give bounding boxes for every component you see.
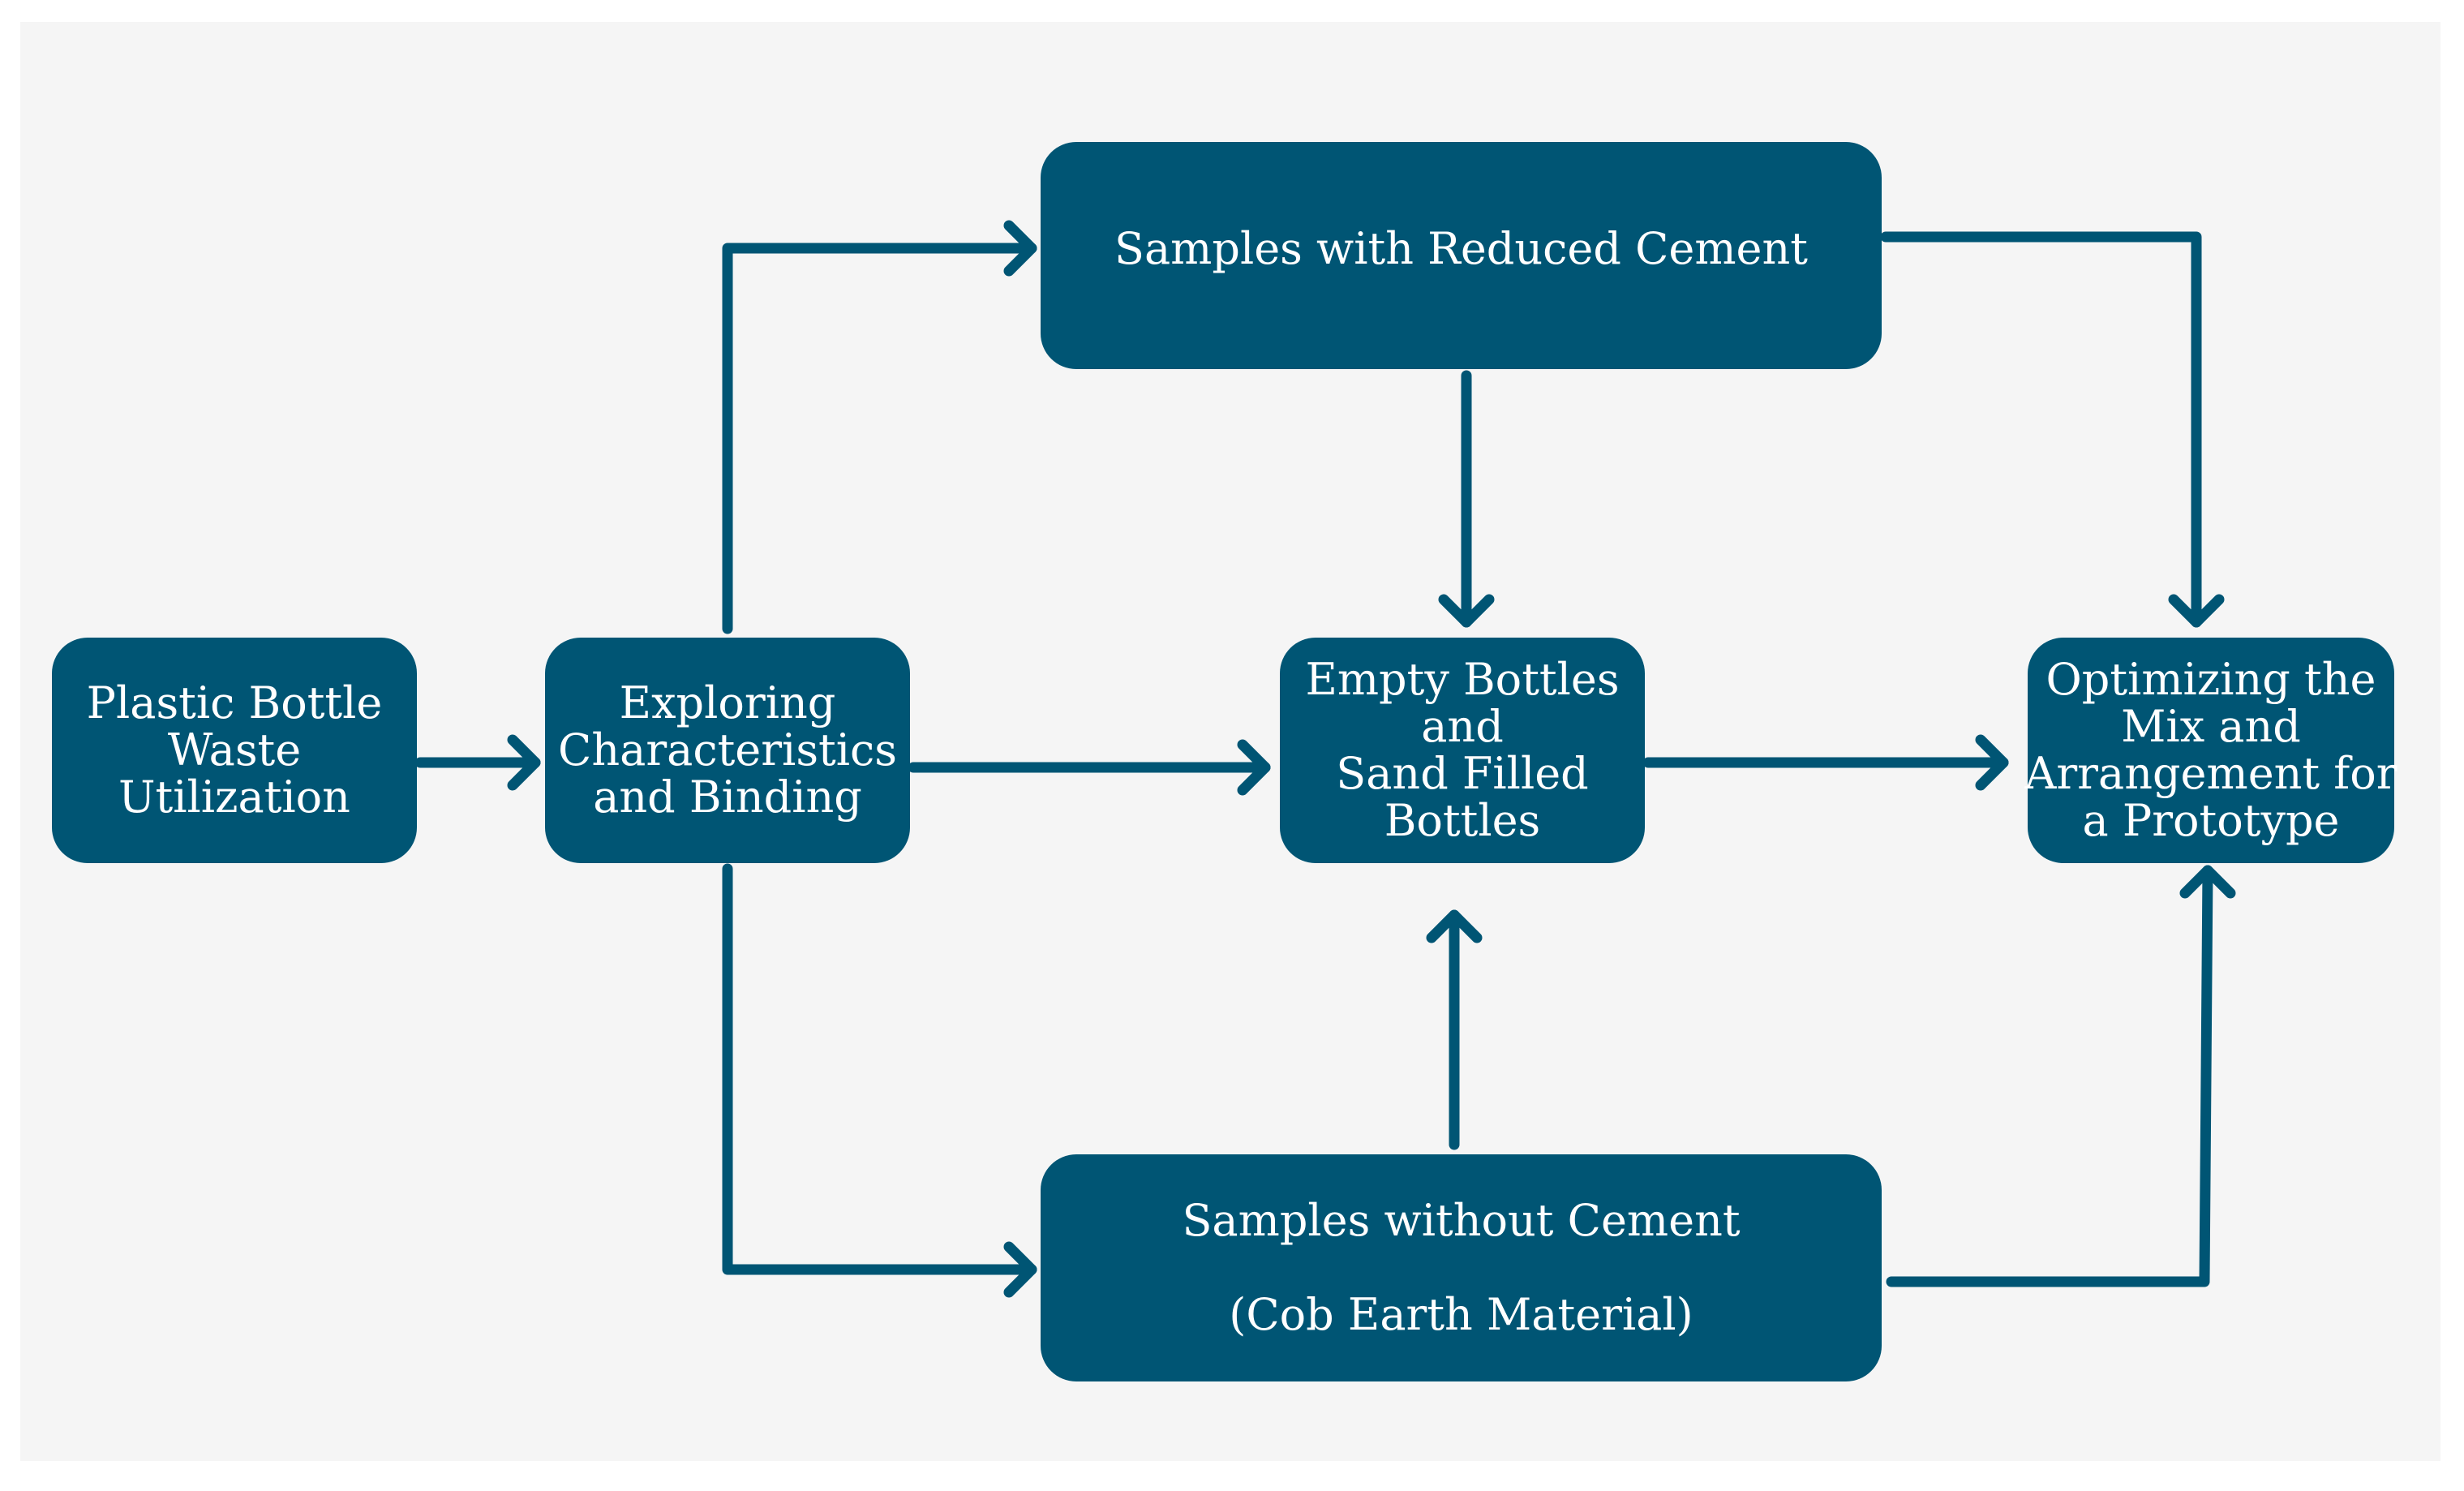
node-optimizing-mix-line-2: Mix and — [2121, 701, 2301, 752]
node-samples-without-cement-line-2: (Cob Earth Material) — [1229, 1289, 1693, 1340]
node-samples-without-cement: Samples without Cement (Cob Earth Materi… — [1041, 1154, 1882, 1381]
node-optimizing-mix-line-3: Arrangement for — [2024, 748, 2397, 799]
node-exploring-characteristics-line-3: and Binding — [593, 771, 862, 823]
node-empty-sand-bottles-line-4: Bottles — [1384, 795, 1541, 846]
node-exploring-characteristics: Exploring Characteristics and Binding — [545, 638, 910, 863]
node-empty-sand-bottles: Empty Bottles and Sand Filled Bottles — [1280, 638, 1645, 863]
node-exploring-characteristics-line-1: Exploring — [619, 677, 836, 728]
node-samples-without-cement-line-1: Samples without Cement — [1182, 1195, 1741, 1246]
node-optimizing-mix-line-4: a Prototype — [2082, 795, 2340, 846]
node-plastic-bottle-waste-line-2: Waste — [167, 724, 302, 776]
node-optimizing-mix-line-1: Optimizing the — [2045, 654, 2376, 705]
node-empty-sand-bottles-line-2: and — [1421, 701, 1504, 752]
node-exploring-characteristics-line-2: Characteristics — [558, 724, 897, 776]
node-samples-reduced-cement: Samples with Reduced Cement — [1041, 142, 1882, 369]
node-optimizing-mix: Optimizing the Mix and Arrangement for a… — [2024, 638, 2397, 863]
node-plastic-bottle-waste-line-3: Utilization — [118, 771, 350, 823]
node-empty-sand-bottles-line-3: Sand Filled — [1336, 748, 1589, 799]
node-plastic-bottle-waste-line-1: Plastic Bottle — [86, 677, 383, 728]
node-plastic-bottle-waste: Plastic Bottle Waste Utilization — [52, 638, 417, 863]
node-samples-reduced-cement-line-1: Samples with Reduced Cement — [1114, 223, 1808, 274]
node-empty-sand-bottles-line-1: Empty Bottles — [1305, 654, 1620, 705]
